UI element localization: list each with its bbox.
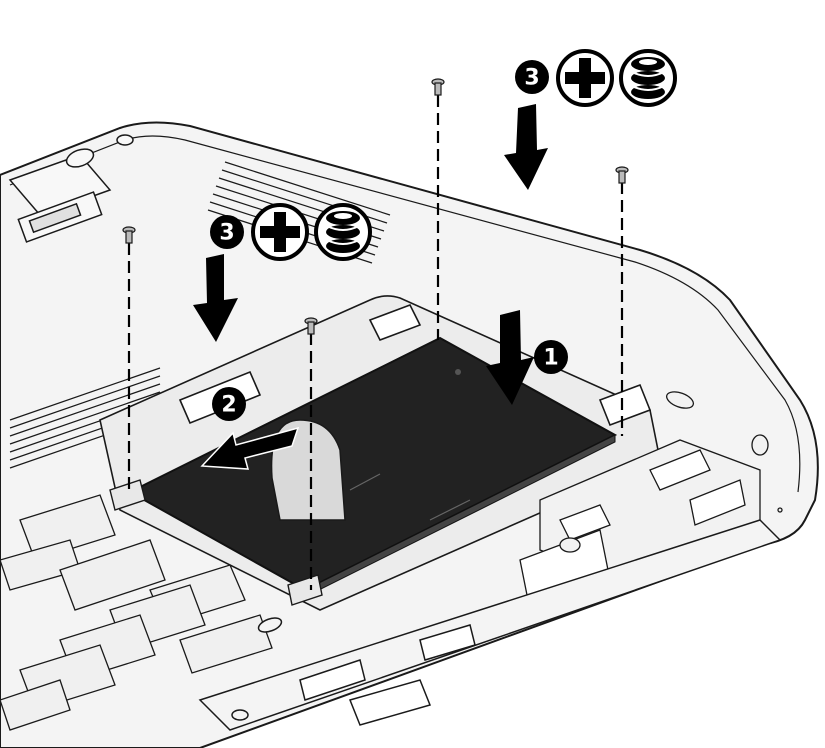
bottom-frame-edge — [198, 519, 782, 731]
callout-number: 3 — [524, 66, 539, 91]
down-arrow-icon — [504, 104, 548, 190]
screw-stack-icon — [314, 203, 372, 261]
callout-number: 3 — [219, 221, 234, 246]
screw-icon[interactable] — [431, 78, 445, 96]
screw-stack-icon — [619, 49, 677, 107]
phillips-screwdriver-icon — [251, 203, 309, 261]
callout-step-3-right: 3 — [515, 60, 549, 94]
callout-number: 1 — [543, 346, 558, 371]
hard-drive[interactable] — [109, 336, 618, 606]
callout-number: 2 — [221, 393, 236, 418]
battery-latch-area — [8, 134, 134, 243]
drive-detail-line — [349, 473, 381, 491]
screws — [122, 78, 629, 335]
drive-detail-line — [429, 499, 471, 521]
screw-icon[interactable] — [304, 317, 318, 335]
screw-icon[interactable] — [122, 226, 136, 244]
screw-guides — [127, 95, 624, 590]
screw-icon[interactable] — [615, 166, 629, 184]
callout-step-1: 1 — [534, 340, 568, 374]
left-arrow-icon — [200, 426, 300, 470]
down-arrow-icon — [486, 310, 534, 405]
memory-modules — [0, 494, 273, 731]
callout-step-2: 2 — [212, 387, 246, 421]
down-arrow-icon — [193, 254, 238, 342]
callout-step-3-left: 3 — [210, 215, 244, 249]
drive-hole — [455, 369, 461, 375]
bracket-tab-bottom — [287, 574, 323, 606]
phillips-screwdriver-icon — [556, 49, 614, 107]
